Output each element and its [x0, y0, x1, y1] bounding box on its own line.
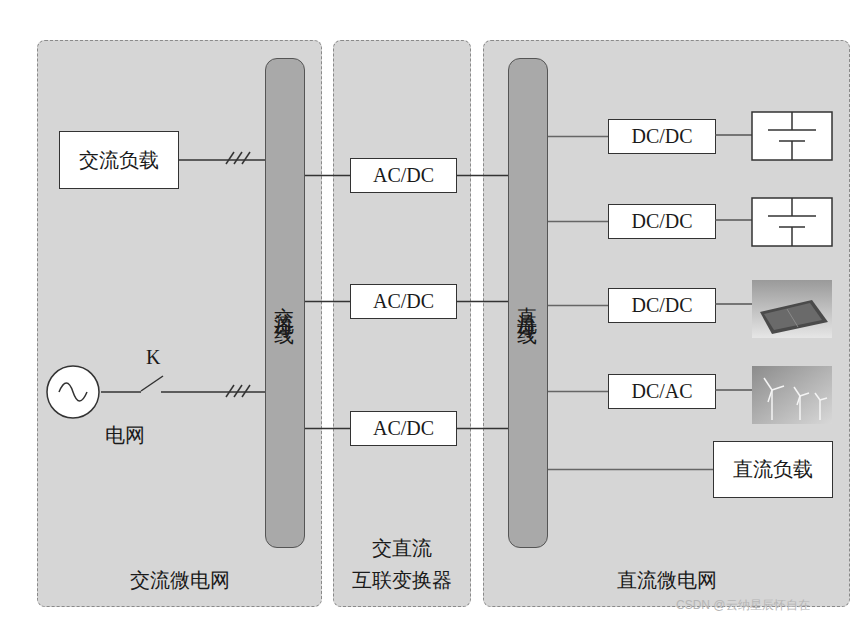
- watermark: CSDN @云纳星辰怀自在: [676, 597, 810, 614]
- node-label: AC/DC: [373, 417, 434, 440]
- converter-box: AC/DC: [350, 284, 457, 319]
- converter-box: DC/DC: [608, 119, 716, 154]
- panel-title: 直流微电网: [484, 564, 849, 596]
- microgrid-panel: 交直流 互联变换器 AC/DC AC/DC AC/DC: [333, 40, 471, 607]
- node-label: DC/AC: [631, 380, 692, 403]
- bus-bar: 交流母线: [265, 58, 305, 548]
- node-label: 直流母线: [515, 291, 542, 315]
- node-label: 交流母线: [272, 291, 299, 315]
- node-label: AC/DC: [373, 164, 434, 187]
- grid-source: 电网: [45, 364, 145, 446]
- node-label: DC/DC: [631, 210, 692, 233]
- microgrid-panel: 直流微电网 直流母线 DC/DC DC/DC DC/DC DC/AC 直流负载: [483, 40, 850, 607]
- sine-symbol: [59, 383, 87, 401]
- converter-box: AC/DC: [350, 158, 457, 193]
- panel-title: 交直流 互联变换器: [334, 532, 470, 596]
- microgrid-panel: 交流微电网 交流负载交流母线电网: [37, 40, 322, 607]
- converter-box: DC/DC: [608, 204, 716, 239]
- node-label: DC/DC: [631, 294, 692, 317]
- panel-title: 交流微电网: [38, 564, 321, 596]
- node-label: DC/DC: [631, 125, 692, 148]
- switch-label: K: [146, 346, 160, 369]
- converter-box: AC/DC: [350, 411, 457, 446]
- converter-box: 交流负载: [59, 131, 179, 189]
- converter-box: DC/AC: [608, 374, 716, 409]
- converter-box: 直流负载: [713, 441, 833, 498]
- bus-bar: 直流母线: [508, 58, 548, 548]
- ac-source-symbol: [45, 364, 101, 420]
- node-label: 电网: [105, 422, 145, 449]
- converter-box: DC/DC: [608, 288, 716, 323]
- node-label: 交流负载: [79, 147, 159, 174]
- source-circle: [47, 366, 99, 418]
- node-label: 直流负载: [733, 456, 813, 483]
- node-label: AC/DC: [373, 290, 434, 313]
